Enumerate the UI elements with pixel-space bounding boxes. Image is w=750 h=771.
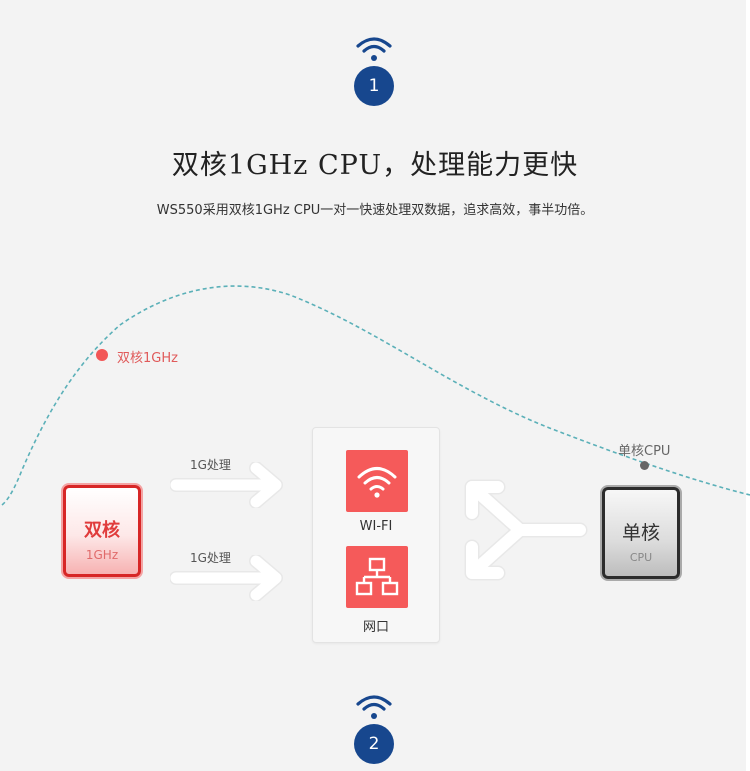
step-number: 2	[354, 724, 394, 764]
single-core-chip: 单核 CPU	[602, 487, 680, 579]
network-icon	[355, 557, 399, 596]
dual-core-point	[96, 349, 108, 361]
arrow-right-icon	[170, 555, 283, 601]
step-number: 1	[354, 66, 394, 106]
single-chip-title: 单核	[621, 522, 660, 544]
single-core-curve-label: 单核CPU	[618, 444, 671, 459]
network-tile	[346, 546, 408, 608]
dual-core-chip: 双核 1GHz	[63, 485, 141, 577]
description: WS550采用双核1GHz CPU一对一快速处理双数据，追求高效，事半功倍。	[156, 203, 594, 218]
wifi-icon	[356, 37, 392, 61]
network-port-label: 网口	[362, 620, 389, 635]
process-label-2: 1G处理	[190, 551, 231, 565]
wifi-tile	[346, 450, 408, 512]
single-chip-subtitle: CPU	[629, 551, 653, 564]
process-label-1: 1G处理	[190, 458, 231, 472]
wifi-icon	[357, 467, 397, 498]
arrow-right-icon	[170, 462, 283, 508]
dual-chip-subtitle: 1GHz	[85, 548, 119, 562]
wifi-label: WI-FI	[359, 519, 393, 534]
dual-chip-title: 双核	[84, 520, 120, 541]
headline: 双核1GHz CPU，处理能力更快	[171, 150, 579, 181]
right-edge-strip	[746, 0, 750, 771]
dual-core-curve-label: 双核1GHz	[117, 351, 178, 366]
single-core-point	[640, 461, 649, 470]
wifi-icon	[356, 695, 392, 719]
step-marker-2: 2	[351, 692, 397, 764]
curve-line	[1, 285, 750, 506]
step-marker-1: 1	[351, 34, 397, 106]
fork-arrow-icon	[464, 479, 588, 581]
interface-panel: WI-FI 网口	[312, 427, 440, 643]
